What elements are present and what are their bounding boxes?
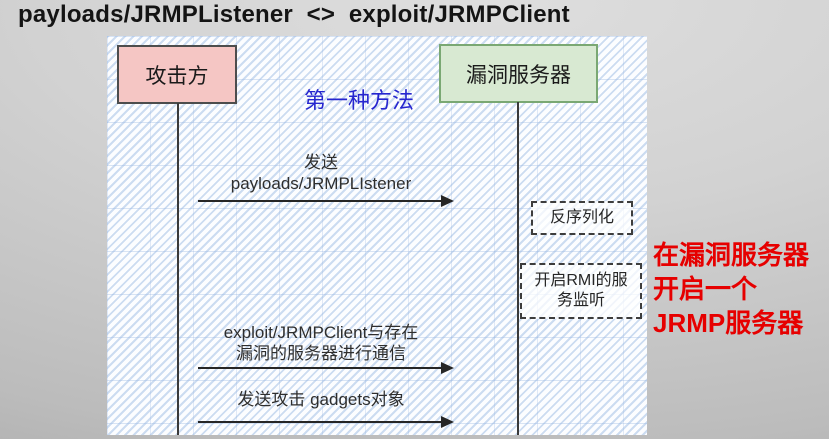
message-arrow-3 (198, 416, 454, 428)
message-label-2: exploit/JRMPClient与存在 漏洞的服务器进行通信 (183, 322, 459, 364)
arrowhead-right-icon (441, 362, 454, 374)
actor-label-server: 漏洞服务器 (466, 63, 571, 87)
message-arrow-1 (198, 195, 454, 207)
message-arrow-2 (198, 362, 454, 374)
page-title: payloads/JRMPListener <> exploit/JRMPCli… (18, 1, 570, 28)
message-label-3: 发送攻击 gadgets对象 (183, 389, 459, 410)
message-label-2-line-2: 漏洞的服务器进行通信 (236, 344, 406, 363)
arrowhead-right-icon (441, 195, 454, 207)
message-label-1: 发送 payloads/JRMPLIstener (183, 152, 459, 194)
note-rmi-listener: 开启RMI的服 务监听 (520, 263, 642, 319)
note-rmi-line-1: 开启RMI的服 (534, 272, 628, 289)
annotation-red-note: 在漏洞服务器 开启一个 JRMP服务器 (653, 238, 809, 340)
annotation-line-1: 在漏洞服务器 (653, 240, 810, 270)
annotation-line-3: JRMP服务器 (653, 308, 804, 338)
note-rmi-line-2: 务监听 (556, 292, 605, 309)
message-label-1-line-1: 发送 (304, 153, 338, 172)
actor-label-attacker: 攻击方 (145, 64, 209, 88)
actor-box-attacker: 攻击方 (117, 45, 237, 104)
annotation-line-2: 开启一个 (653, 274, 758, 304)
message-label-2-line-1: exploit/JRMPClient与存在 (223, 323, 419, 342)
arrowhead-right-icon (441, 416, 454, 428)
message-label-1-line-2: payloads/JRMPLIstener (230, 174, 412, 193)
lifeline-server (517, 102, 519, 435)
message-label-3-line-1: 发送攻击 gadgets对象 (237, 390, 405, 409)
actor-box-server: 漏洞服务器 (439, 44, 598, 103)
method-label: 第一种方法 (303, 88, 414, 113)
sequence-diagram: 攻击方 漏洞服务器 第一种方法 发送 payloads/JRMPLIstener… (107, 36, 647, 435)
lifeline-attacker (177, 103, 179, 435)
note-deserialize: 反序列化 (531, 201, 633, 235)
note-deserialize-line-1: 反序列化 (549, 209, 614, 226)
